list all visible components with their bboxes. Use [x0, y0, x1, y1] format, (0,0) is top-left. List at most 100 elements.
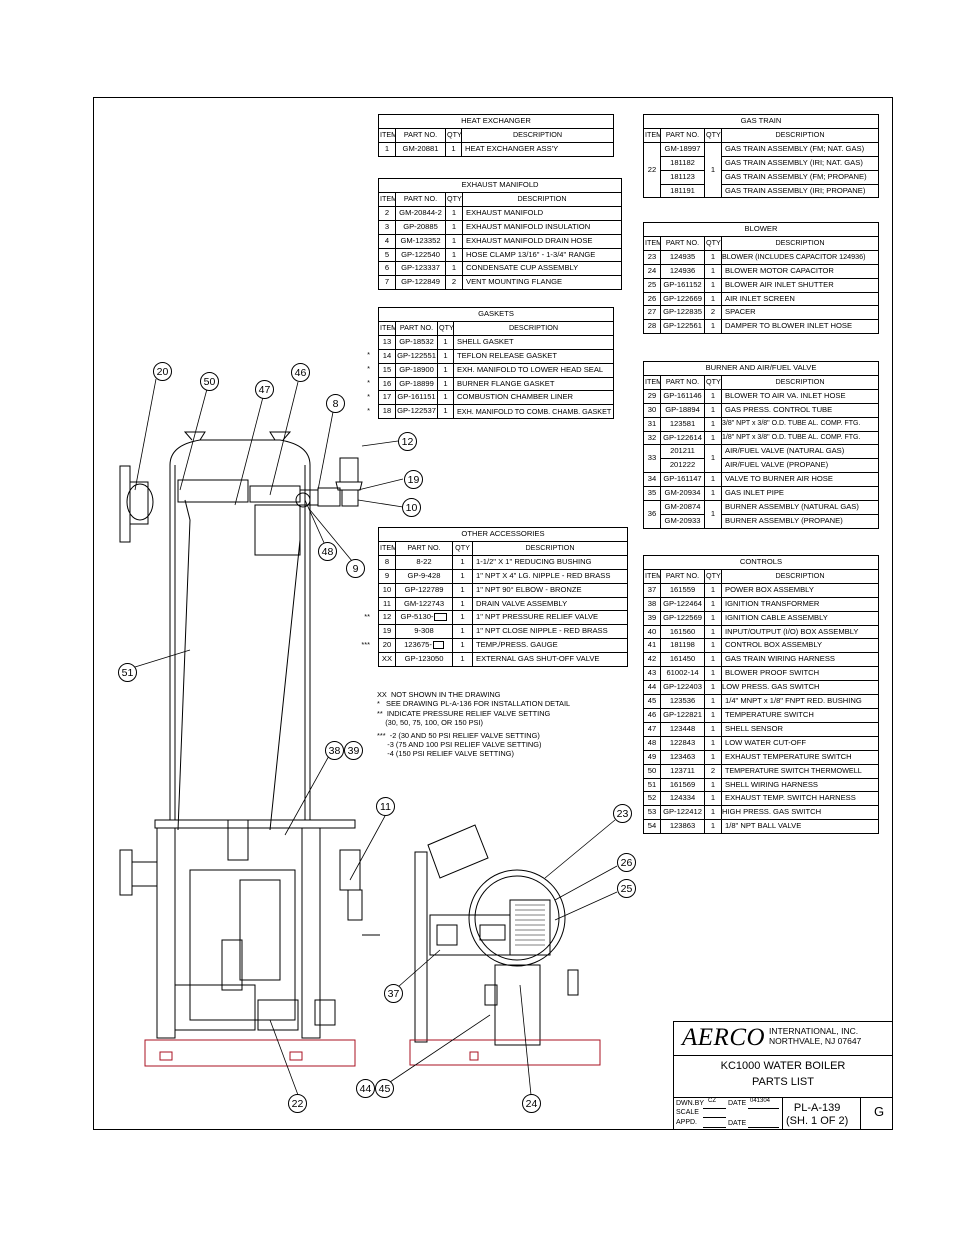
item-cell: 25 — [643, 277, 661, 293]
part-cell: 161569 — [660, 777, 705, 793]
item-cell: 53 — [643, 805, 661, 821]
part-cell: GP-122464 — [660, 596, 705, 612]
item-cell: 15 — [378, 362, 396, 378]
col-item: ITEM — [378, 320, 396, 336]
desc-cell: SHELL WIRING HARNESS — [721, 777, 879, 793]
col-qty: QTY — [445, 191, 463, 207]
part-cell: 123581 — [660, 416, 705, 432]
callout-24: 24 — [522, 1094, 541, 1113]
qty-cell: 1 — [704, 141, 722, 199]
item-cell: 41 — [643, 638, 661, 654]
desc-cell: INPUT/OUTPUT (I/O) BOX ASSEMBLY — [721, 624, 879, 640]
heat-exchanger-table: HEAT EXCHANGER ITEM PART NO. QTY DESCRIP… — [378, 114, 614, 157]
item-cell: 35 — [643, 486, 661, 502]
part-cell: GP-123050 — [395, 652, 453, 668]
table-title: BURNER AND AIR/FUEL VALVE — [643, 361, 879, 376]
part-cell: GP-161147 — [660, 472, 705, 488]
other-accessories-table: OTHER ACCESSORIES ITEM PART NO. QTY DESC… — [378, 527, 628, 668]
note-marker: * — [367, 406, 370, 415]
date-label: DATE — [728, 1100, 747, 1107]
qty-cell: 1 — [452, 652, 473, 668]
callout-44: 44 — [356, 1079, 375, 1098]
note-marker: * — [367, 364, 370, 373]
burner-table: BURNER AND AIR/FUEL VALVE ITEM PART NO. … — [643, 361, 879, 529]
item-cell: 26 — [643, 291, 661, 307]
item-cell: 52 — [643, 791, 661, 807]
item-cell: 24 — [643, 263, 661, 279]
col-part-no: PART NO. — [395, 127, 446, 143]
part-cell: 161559 — [660, 582, 705, 598]
item-cell: 17 — [378, 390, 396, 406]
qty-cell: 1 — [445, 233, 463, 249]
note-line: XX NOT SHOWN IN THE DRAWING — [377, 690, 501, 699]
col-description: DESCRIPTION — [453, 320, 614, 336]
aerco-logo: AERCO — [682, 1024, 766, 1051]
part-cell: GP-122849 — [395, 275, 446, 291]
callout-45: 45 — [375, 1079, 394, 1098]
callout-25: 25 — [617, 879, 636, 898]
desc-cell: GAS TRAIN ASSEMBLY (IRI; PROPANE) — [721, 183, 879, 199]
part-cell: GP-18894 — [660, 402, 705, 418]
item-cell: 7 — [378, 275, 396, 291]
desc-cell: 1/8" NPT x 3/8" O.D. TUBE AL. COMP. FTG. — [721, 430, 879, 446]
item-cell: 10 — [378, 582, 396, 598]
table-title: GASKETS — [378, 307, 614, 322]
part-cell: 181123 — [660, 169, 705, 185]
col-item: ITEM — [643, 568, 661, 584]
item-cell: 5 — [378, 247, 396, 263]
part-cell: GP-123337 — [395, 261, 446, 277]
item-cell: 39 — [643, 610, 661, 626]
desc-cell: CONTROL BOX ASSEMBLY — [721, 638, 879, 654]
part-cell: GP-161151 — [395, 390, 438, 406]
controls-table: CONTROLS ITEM PART NO. QTY DESCRIPTION 3… — [643, 555, 879, 835]
note-line: -3 (75 AND 100 PSI RELIEF VALVE SETTING) — [377, 740, 542, 750]
exhaust-manifold-table: EXHAUST MANIFOLD ITEM PART NO. QTY DESCR… — [378, 178, 622, 291]
qty-cell: 1 — [704, 638, 722, 654]
col-qty: QTY — [445, 127, 462, 143]
item-cell: 54 — [643, 819, 661, 835]
approved-label: APPD. — [676, 1119, 698, 1126]
item-cell: 37 — [643, 582, 661, 598]
item-cell: 20 — [378, 638, 396, 654]
part-cell: GP-18899 — [395, 376, 438, 392]
qty-cell: 1 — [437, 404, 454, 420]
part-cell: 8-22 — [395, 554, 453, 570]
qty-cell: 1 — [445, 247, 463, 263]
col-part-no: PART NO. — [395, 320, 438, 336]
desc-cell: EXHAUST TEMPERATURE SWITCH — [721, 749, 879, 765]
part-cell: 9-308 — [395, 624, 453, 640]
qty-cell: 1 — [704, 582, 722, 598]
qty-cell: 1 — [437, 362, 454, 378]
qty-cell: 1 — [704, 444, 722, 474]
item-cell: 51 — [643, 777, 661, 793]
part-cell: GM-122743 — [395, 596, 453, 612]
part-cell: GP-122821 — [660, 707, 705, 723]
part-cell: GM-18997 — [660, 141, 705, 157]
callout-23: 23 — [613, 804, 632, 823]
col-qty: QTY — [704, 127, 722, 143]
desc-cell: TEMPERATURE SWITCH — [721, 707, 879, 723]
item-cell: 19 — [378, 624, 396, 640]
qty-cell: 1 — [437, 376, 454, 392]
